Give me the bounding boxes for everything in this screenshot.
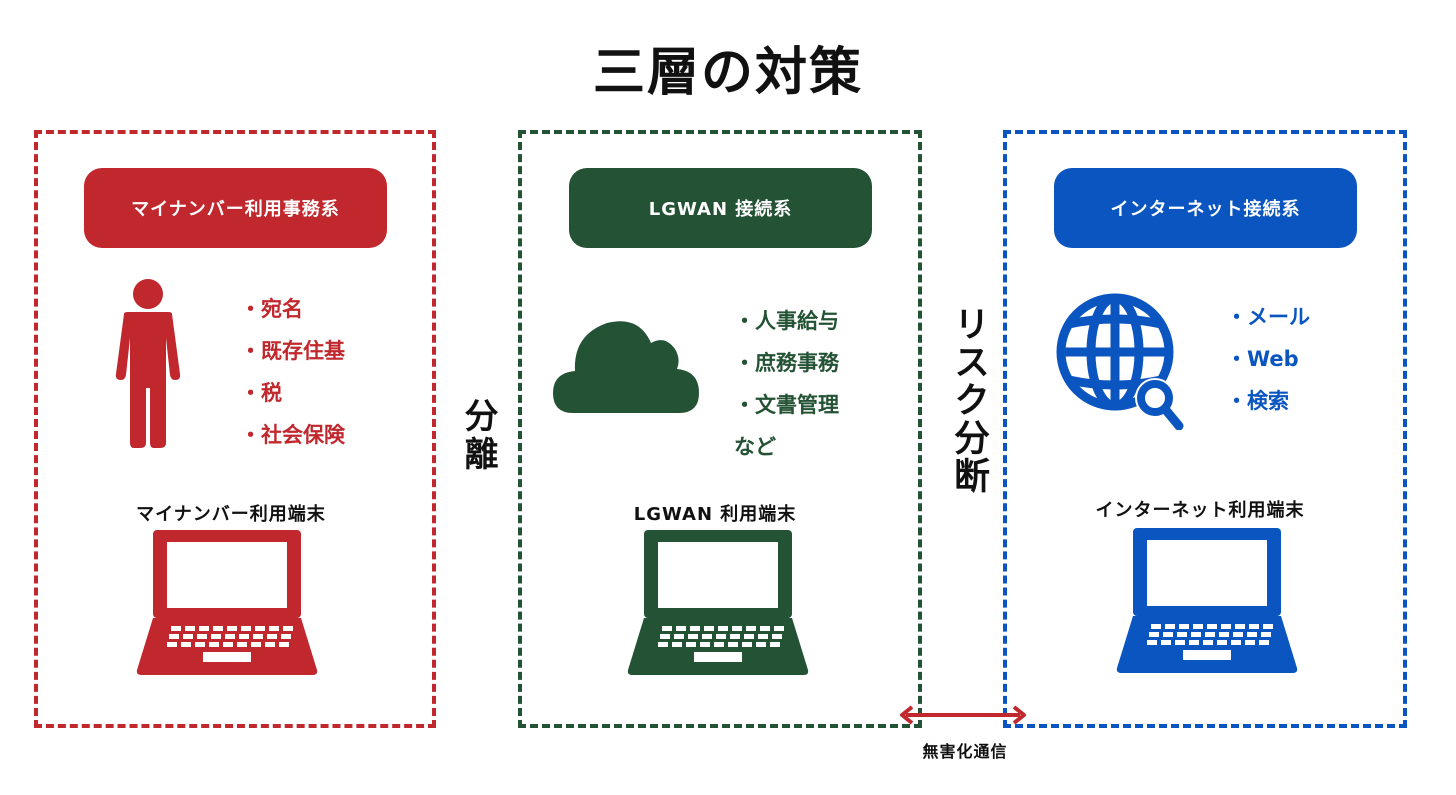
internet-task-list: ・メール ・Web ・検索: [1226, 296, 1310, 422]
laptop-icon: [627, 530, 809, 675]
internet-device-label: インターネット利用端末: [1095, 500, 1305, 521]
list-item: ・宛名: [240, 297, 303, 321]
lgwan-device-label: LGWAN 利用端末: [633, 504, 797, 525]
laptop-icon: [136, 530, 318, 675]
risk-split-label: リスク分断: [948, 305, 989, 495]
internet-header: インターネット接続系: [1054, 168, 1357, 248]
list-item: ・文書管理: [734, 393, 839, 417]
internet-zone: [1003, 130, 1407, 728]
list-item: ・Web: [1226, 347, 1299, 371]
lgwan-task-list: ・人事給与 ・庶務事務 ・文書管理 など: [734, 300, 839, 468]
mynumber-header: マイナンバー利用事務系: [84, 168, 387, 248]
page-title: 三層の対策: [592, 43, 863, 103]
list-item: ・メール: [1226, 305, 1310, 329]
list-item: ・人事給与: [734, 309, 839, 333]
laptop-icon: [1116, 528, 1298, 673]
lgwan-zone: [518, 130, 922, 728]
list-item: など: [734, 435, 776, 459]
list-item: ・税: [240, 381, 282, 405]
lgwan-header: LGWAN 接続系: [569, 168, 872, 248]
double-arrow-icon: [900, 705, 1026, 725]
mynumber-zone: [34, 130, 436, 728]
isolation-label: 分離: [458, 398, 498, 474]
globe-search-icon: [1056, 293, 1184, 430]
mynumber-device-label: マイナンバー利用端末: [136, 504, 326, 525]
list-item: ・社会保険: [240, 423, 345, 447]
cloud-icon: [553, 321, 699, 413]
person-icon: [115, 279, 181, 448]
list-item: ・既存住基: [240, 339, 345, 363]
list-item: ・庶務事務: [734, 351, 839, 375]
sanitized-communication-label: 無害化通信: [922, 742, 1008, 761]
mynumber-task-list: ・宛名 ・既存住基 ・税 ・社会保険: [240, 288, 345, 456]
list-item: ・検索: [1226, 389, 1289, 413]
